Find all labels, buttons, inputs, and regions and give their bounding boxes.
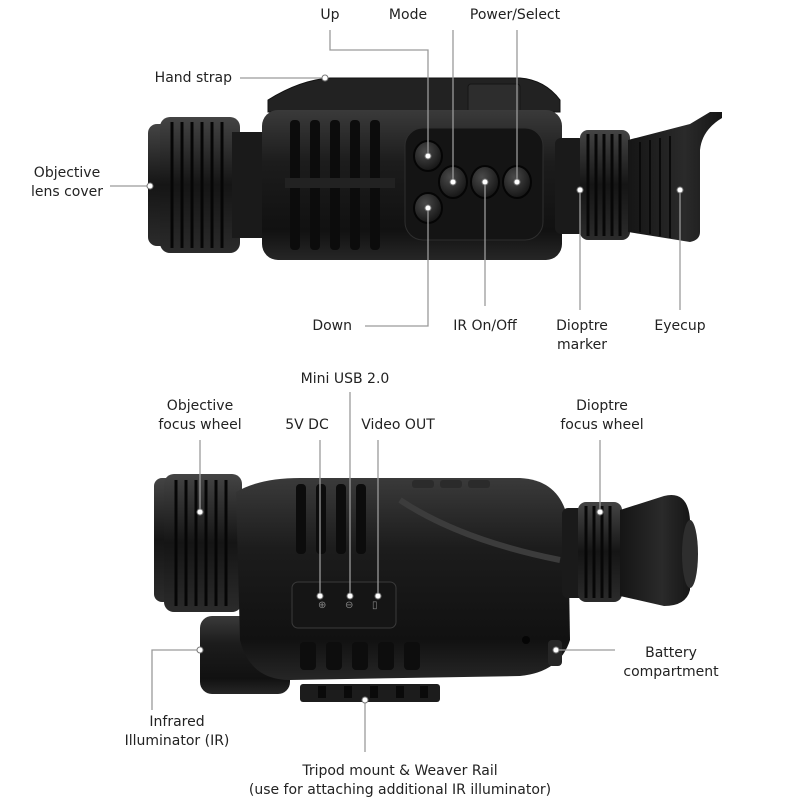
label-video-out: Video OUT <box>361 417 435 433</box>
side-main-body <box>236 478 570 680</box>
objective-ring <box>160 117 240 253</box>
label-hand-strap: Hand strap <box>154 70 232 86</box>
label-down: Down <box>312 318 352 334</box>
label-5v-dc: 5V DC <box>285 417 329 433</box>
svg-text:⊖: ⊖ <box>345 600 353 611</box>
svg-text:▯: ▯ <box>372 600 378 611</box>
port-cover <box>291 581 397 629</box>
label-tripod-mount: Tripod mount & Weaver Rail(use for attac… <box>248 763 552 798</box>
eyecup <box>628 112 722 242</box>
label-up: Up <box>320 7 340 23</box>
label-power-select: Power/Select <box>469 7 561 23</box>
label-mini-usb: Mini USB 2.0 <box>300 371 390 387</box>
objective-focus-ring <box>164 474 242 612</box>
svg-text:⊕: ⊕ <box>318 600 326 611</box>
side-view-device: ⊕ ⊖ ▯ <box>154 474 698 702</box>
leader-lines <box>110 30 681 752</box>
label-mode: Mode <box>388 7 428 23</box>
label-ir-on-off: IR On/Off <box>453 318 517 334</box>
top-view-device <box>148 77 722 260</box>
label-eyecup: Eyecup <box>654 318 706 334</box>
strap-buckle <box>467 83 521 115</box>
side-eyecup <box>620 495 690 606</box>
